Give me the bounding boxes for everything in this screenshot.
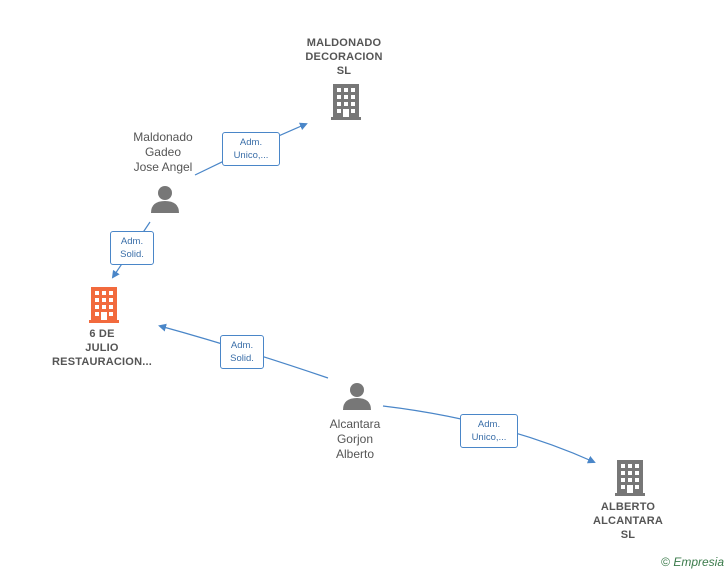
person-label-alcantara-gorjon[interactable]: Alcantara Gorjon Alberto — [329, 417, 381, 461]
person-icon[interactable] — [150, 185, 180, 213]
company-label-6-de-julio[interactable]: 6 DE JULIO RESTAURACION... — [52, 328, 152, 368]
copyright-symbol: © — [661, 555, 670, 569]
relation-badge-adm-solid[interactable]: Adm. Solid. — [220, 335, 264, 369]
company-label-alberto-alcantara[interactable]: ALBERTO ALCANTARA SL — [592, 501, 664, 541]
relation-badge-adm-unico[interactable]: Adm. Unico,... — [222, 132, 280, 166]
relation-badge-adm-unico[interactable]: Adm. Unico,... — [460, 414, 518, 448]
relation-badge-adm-solid[interactable]: Adm. Solid. — [110, 231, 154, 265]
brand-watermark[interactable]: © Empresia — [661, 555, 724, 569]
person-label-maldonado-gadeo[interactable]: Maldonado Gadeo Jose Angel — [133, 130, 193, 174]
building-icon[interactable] — [331, 84, 361, 120]
building-icon[interactable] — [615, 460, 645, 496]
person-icon[interactable] — [342, 382, 372, 410]
company-label-maldonado-decoracion[interactable]: MALDONADO DECORACION SL — [305, 37, 383, 77]
building-icon[interactable] — [89, 287, 119, 323]
brand-name: Empresia — [673, 555, 724, 569]
